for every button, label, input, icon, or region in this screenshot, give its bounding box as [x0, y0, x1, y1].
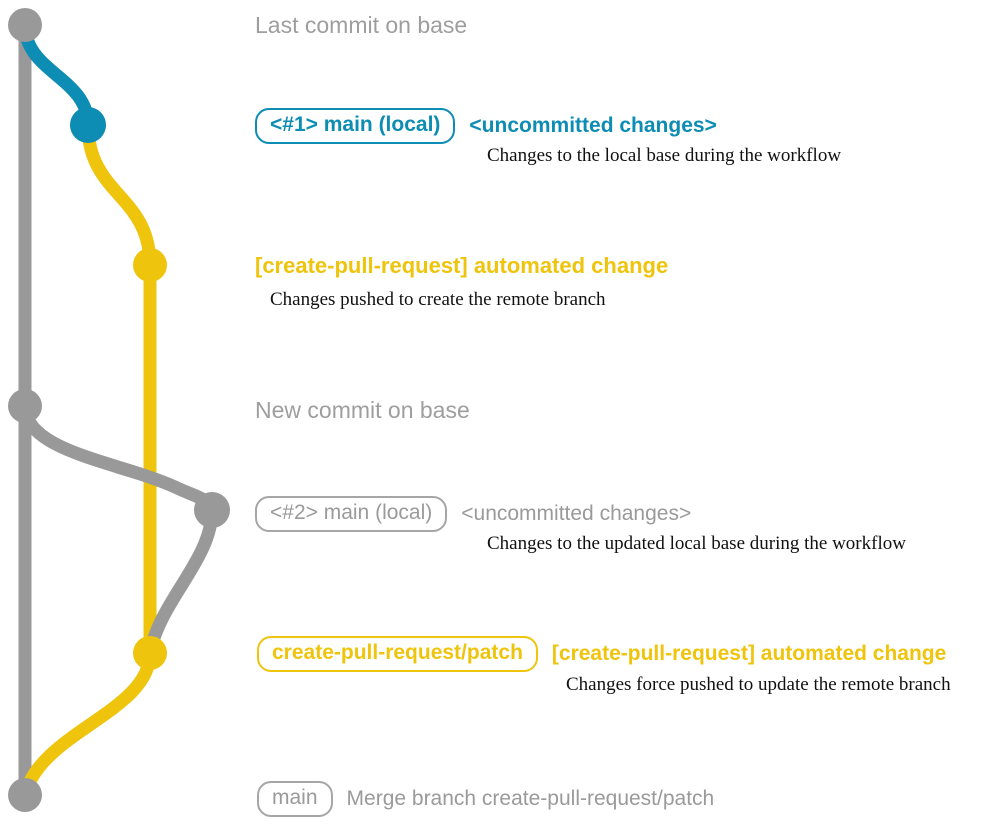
commit-headline-automated-change-1: [create-pull-request] automated change	[255, 253, 669, 278]
commit-row-merge: main Merge branch create-pull-request/pa…	[257, 781, 715, 818]
commit-row-local-main-1: <#1> main (local) <uncommitted changes>	[255, 108, 717, 145]
commit-note-local-main-2: Changes to the updated local base during…	[487, 533, 906, 554]
commit-note-automated-change-1: Changes pushed to create the remote bran…	[270, 289, 606, 310]
commit-subject-local-main-2: <uncommitted changes>	[461, 502, 692, 525]
ref-pill-main[interactable]: main	[257, 781, 333, 818]
commit-node-base-new	[8, 389, 42, 423]
edge-base-new-to-local-2	[18, 399, 219, 517]
commit-node-local-1	[70, 107, 106, 143]
edge-local-2-to-patch-2	[143, 503, 219, 660]
commit-subject-merge: Merge branch create-pull-request/patch	[346, 787, 715, 810]
commit-node-base-top	[8, 8, 42, 42]
commit-node-patch-1	[133, 248, 167, 282]
commit-row-automated-change-2: create-pull-request/patch [create-pull-r…	[257, 636, 947, 673]
ref-pill-create-pull-request-patch[interactable]: create-pull-request/patch	[257, 636, 538, 673]
commit-headline-new-commit-on-base: New commit on base	[255, 397, 470, 423]
commit-node-patch-2	[133, 636, 167, 670]
ref-pill-local-main-2[interactable]: <#2> main (local)	[255, 496, 448, 533]
commit-note-automated-change-2: Changes force pushed to update the remot…	[566, 674, 951, 695]
commit-node-local-2	[194, 492, 230, 528]
commit-node-merge	[8, 778, 42, 812]
commit-row-local-main-2: <#2> main (local) <uncommitted changes>	[255, 496, 692, 533]
commit-nodes	[8, 8, 230, 812]
commit-headline-last-commit-on-base: Last commit on base	[255, 12, 468, 38]
edge-local-1-to-patch-1	[81, 118, 157, 272]
edge-patch-2-to-merge	[18, 646, 157, 802]
commit-subject-local-main-1: <uncommitted changes>	[469, 114, 717, 137]
ref-pill-local-main-1[interactable]: <#1> main (local)	[255, 108, 456, 145]
commit-subject-automated-change-2: [create-pull-request] automated change	[551, 642, 947, 665]
commit-note-local-main-1: Changes to the local base during the wor…	[487, 145, 842, 166]
